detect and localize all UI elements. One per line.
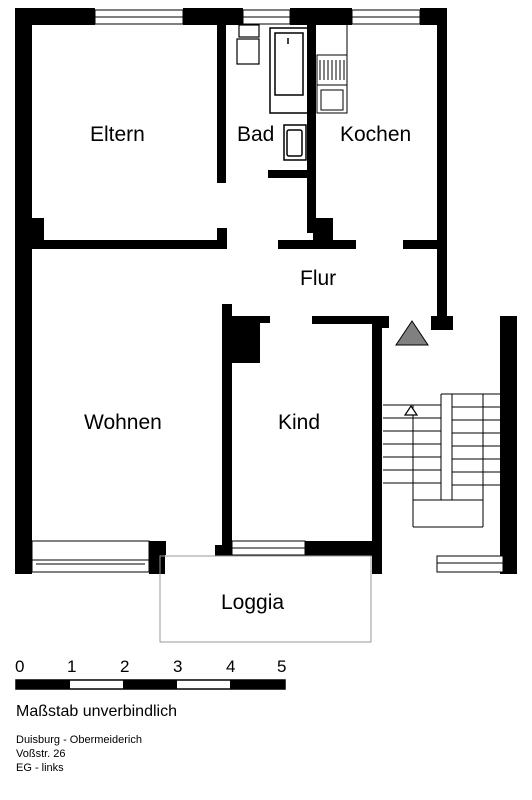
loggia-outline: [159, 555, 372, 643]
address-city: Duisburg - Obermeiderich: [16, 734, 142, 746]
scale-tick-label: 3: [173, 657, 183, 676]
scale-note: Maßstab unverbindlich: [16, 703, 177, 720]
windows: [31, 9, 504, 573]
scale-bar: [15, 679, 286, 690]
address-floor: EG - links: [16, 762, 64, 774]
stair-up-arrow-icon: [403, 404, 419, 416]
address-street: Voßstr. 26: [16, 748, 66, 760]
entrance-triangle-icon: [395, 320, 429, 346]
scale-tick-label: 2: [120, 657, 130, 676]
room-label-bad: Bad: [237, 123, 275, 146]
bathtub: [269, 27, 309, 114]
walls: [15, 8, 517, 574]
washing-machine: [236, 24, 260, 65]
room-label-eltern: Eltern: [90, 123, 145, 146]
staircase: [383, 393, 504, 528]
room-label-wohnen: Wohnen: [84, 411, 162, 434]
scale-tick-label: 5: [277, 657, 287, 676]
scale-tick-label: 1: [67, 657, 77, 676]
room-label-flur: Flur: [300, 267, 337, 290]
sink: [283, 124, 307, 161]
stove: [316, 54, 348, 86]
room-label-kochen: Kochen: [340, 123, 412, 146]
room-label-loggia: Loggia: [221, 591, 285, 614]
room-label-kind: Kind: [278, 411, 321, 434]
kitchen-sink: [316, 84, 348, 114]
scale-tick-label: 4: [226, 657, 236, 676]
scale-tick-label: 0: [15, 657, 25, 676]
